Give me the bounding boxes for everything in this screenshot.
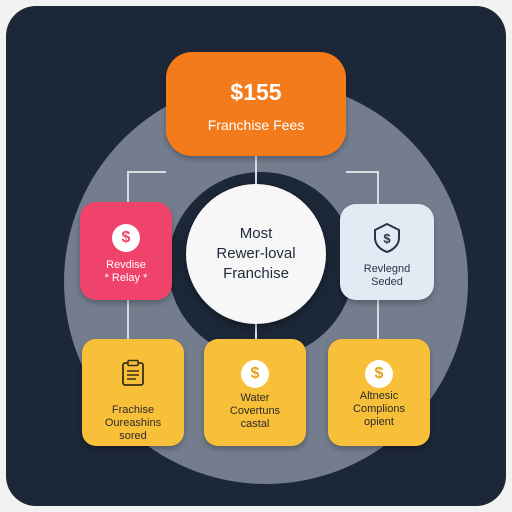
bottom-node-3: $ Altnesic Complions opient xyxy=(328,339,430,446)
bottom-node-3-line-2: Complions xyxy=(353,403,405,415)
center-line-2: Rewer-loval xyxy=(216,245,296,262)
center-line-3: Franchise xyxy=(223,265,289,282)
right-node: $ Revlegnd Seded xyxy=(340,204,434,300)
bottom-node-1-line-2: Oureashins xyxy=(104,417,162,429)
bottom-node-1: Frachise Oureashins sored xyxy=(82,339,184,446)
bottom-node-1-line-1: Frachise xyxy=(111,404,155,416)
left-node-line-1: Revdise xyxy=(106,259,146,271)
franchise-fees-box: $155 Franchise Fees xyxy=(166,52,346,156)
right-node-line-2: Seded xyxy=(371,276,403,288)
center-line-1: Most xyxy=(239,225,273,242)
fee-amount: $155 xyxy=(230,79,282,105)
bottom-node-2: $ Water Covertuns castal xyxy=(204,339,306,446)
connector-top-right xyxy=(346,171,379,204)
bottom-node-2-line-2: Covertuns xyxy=(229,405,281,417)
center-node: Most Rewer-loval Franchise xyxy=(186,184,326,324)
bottom-node-3-line-3: opient xyxy=(364,416,394,428)
bottom-node-1-line-3: sored xyxy=(119,430,147,442)
bottom-node-2-line-1: Water xyxy=(240,392,270,404)
svg-text:$: $ xyxy=(383,231,391,246)
bottom-node-3-line-1: Altnesic xyxy=(359,390,399,402)
dollar-shield-icon: $ xyxy=(372,222,402,254)
dollar-coin-icon: $ xyxy=(365,360,393,388)
connector-top-left xyxy=(127,171,166,202)
left-node-line-2: * Relay * xyxy=(104,272,148,284)
dollar-coin-icon: $ xyxy=(241,360,269,388)
left-node: $ Revdise * Relay * xyxy=(80,202,172,300)
fee-label: Franchise Fees xyxy=(207,117,305,133)
dollar-coin-icon: $ xyxy=(112,224,140,252)
bottom-node-2-line-3: castal xyxy=(240,418,270,430)
clipboard-icon xyxy=(120,359,146,387)
right-node-line-1: Revlegnd xyxy=(363,263,411,275)
